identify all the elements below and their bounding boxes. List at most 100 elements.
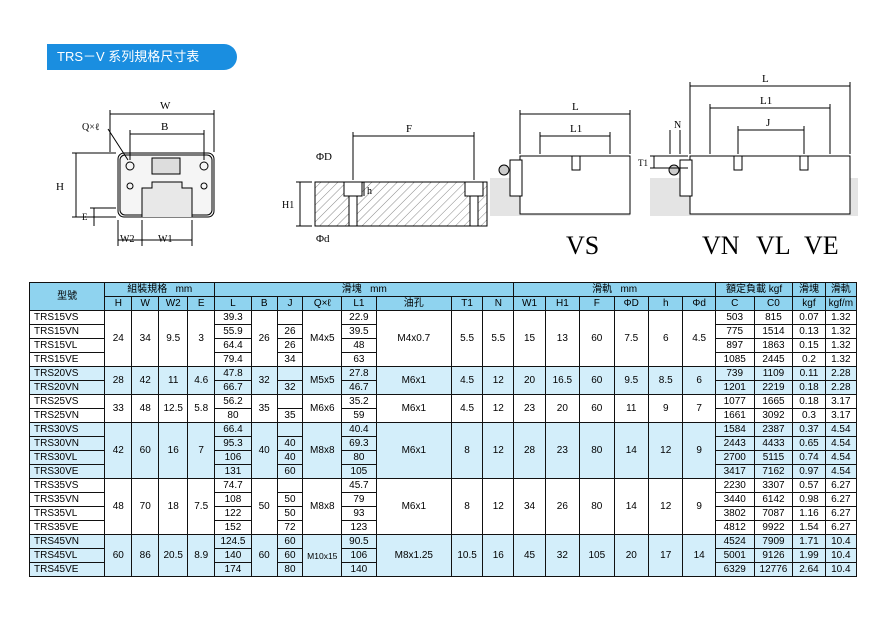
cell-kgfm: 10.4	[824, 534, 858, 549]
cell-T1: 10.5	[450, 534, 484, 577]
cell-F: 60	[579, 394, 615, 423]
cell-J	[276, 478, 304, 493]
col-oil: 油孔	[375, 296, 452, 311]
cell-J: 72	[276, 520, 304, 535]
technical-drawing: W B Q×ℓ H E W2 W1 F ΦD h H1 Φd	[0, 70, 895, 275]
cell-L1: 140	[341, 562, 377, 577]
cell-L1: 48	[341, 338, 377, 353]
cell-W1: 20	[513, 366, 546, 395]
cell-L1: 35.2	[341, 394, 377, 409]
cell-C0: 2387	[753, 422, 794, 437]
cell-N: 12	[482, 394, 515, 423]
cell-L: 66.7	[214, 380, 252, 395]
type-vl: VL	[756, 231, 791, 260]
cell-Phid: 14	[682, 534, 716, 577]
cell-H: 33	[104, 394, 133, 423]
cell-kgfm: 10.4	[824, 562, 858, 577]
cell-Q: M6x6	[302, 394, 343, 423]
label-H1: H1	[282, 200, 294, 211]
cell-PhiD: 14	[613, 478, 650, 535]
cell-W: 48	[131, 394, 160, 423]
cell-model: TRS30VN	[28, 436, 106, 451]
cell-kgf: 0.07	[792, 310, 826, 325]
label-h: h	[367, 186, 372, 197]
cell-C: 1661	[714, 408, 755, 423]
cell-Q: M8x8	[302, 478, 343, 535]
cell-N: 12	[482, 366, 515, 395]
cell-kgf: 0.98	[792, 492, 826, 507]
cell-L: 55.9	[214, 324, 252, 339]
cell-E: 3	[187, 310, 216, 367]
cell-L1: 123	[341, 520, 377, 535]
front-view	[72, 110, 215, 246]
cell-model: TRS25VN	[28, 408, 106, 423]
cell-C: 775	[714, 324, 755, 339]
cell-h: 6	[647, 310, 684, 367]
cell-model: TRS20VS	[28, 366, 106, 381]
cell-oil: M6x1	[375, 366, 452, 395]
cell-kgf: 0.37	[792, 422, 826, 437]
cell-J: 40	[276, 436, 304, 451]
cell-kgfm: 4.54	[824, 436, 858, 451]
cell-F: 105	[579, 534, 615, 577]
cell-kgf: 0.57	[792, 478, 826, 493]
cell-H: 48	[104, 478, 133, 535]
cell-T1: 8	[450, 478, 484, 535]
cell-L: 74.7	[214, 478, 252, 493]
cell-C: 3802	[714, 506, 755, 521]
cell-H1: 13	[544, 310, 581, 367]
label-L: L	[572, 101, 579, 113]
cell-kgf: 0.97	[792, 464, 826, 479]
cell-W: 42	[131, 366, 160, 395]
cell-Phid: 6	[682, 366, 716, 395]
cell-kgfm: 4.54	[824, 464, 858, 479]
cell-C0: 3307	[753, 478, 794, 493]
cell-C0: 7909	[753, 534, 794, 549]
cell-L1: 27.8	[341, 366, 377, 381]
cell-Q: M8x8	[302, 422, 343, 479]
cell-E: 5.8	[187, 394, 216, 423]
cell-L: 174	[214, 562, 252, 577]
cell-oil: M4x0.7	[375, 310, 452, 367]
cell-C: 2443	[714, 436, 755, 451]
cell-J: 26	[276, 338, 304, 353]
cell-J: 26	[276, 324, 304, 339]
cell-B: 35	[250, 394, 278, 423]
cell-L: 152	[214, 520, 252, 535]
label-E: E	[82, 212, 88, 222]
cell-kgfm: 6.27	[824, 492, 858, 507]
cell-E: 8.9	[187, 534, 216, 577]
cell-E: 7.5	[187, 478, 216, 535]
cell-kgf: 0.18	[792, 394, 826, 409]
cell-C0: 5115	[753, 450, 794, 465]
col-E: E	[187, 296, 216, 311]
cell-L1: 93	[341, 506, 377, 521]
cell-C: 1201	[714, 380, 755, 395]
cell-h: 12	[647, 422, 684, 479]
cell-kgf: 0.13	[792, 324, 826, 339]
cell-kgf: 1.71	[792, 534, 826, 549]
cell-J: 50	[276, 506, 304, 521]
label-N: N	[674, 120, 681, 131]
label-W2: W2	[120, 234, 134, 245]
cell-L1: 63	[341, 352, 377, 367]
cell-L1: 40.4	[341, 422, 377, 437]
label-phid: Φd	[316, 233, 330, 245]
cell-C: 5001	[714, 548, 755, 563]
cell-C: 897	[714, 338, 755, 353]
cell-C0: 1863	[753, 338, 794, 353]
cell-h: 17	[647, 534, 684, 577]
label-L-right: L	[762, 73, 769, 85]
cell-W1: 28	[513, 422, 546, 479]
cell-kgf: 0.11	[792, 366, 826, 381]
cell-Q: M4x5	[302, 310, 343, 367]
cell-J	[276, 422, 304, 437]
cell-T1: 4.5	[450, 394, 484, 423]
cell-C: 3440	[714, 492, 755, 507]
cell-J: 50	[276, 492, 304, 507]
